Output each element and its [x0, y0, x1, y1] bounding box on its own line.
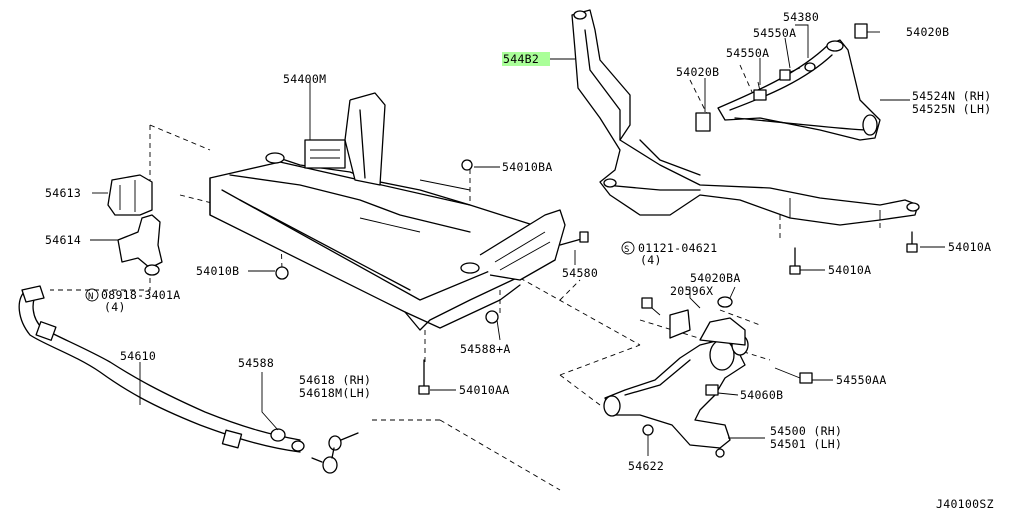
- diagram-code: J40100SZ: [936, 497, 994, 511]
- fasteners: [275, 159, 918, 395]
- label-54380: 54380: [783, 10, 819, 24]
- label-01121-prefix: S: [624, 245, 630, 255]
- label-54525N: 54525N (LH): [912, 102, 991, 116]
- label-54550AA: 54550AA: [836, 373, 887, 387]
- leader-lines: [90, 24, 945, 456]
- label-54610: 54610: [120, 349, 156, 363]
- label-54020B-top: 54020B: [906, 25, 949, 39]
- label-54020BA: 54020BA: [690, 271, 741, 285]
- circle-n-symbol: N: [85, 288, 99, 302]
- label-54614: 54614: [45, 233, 81, 247]
- label-54020B-mid: 54020B: [676, 65, 719, 79]
- label-01121-qty: (4): [640, 253, 662, 267]
- label-54501: 54501 (LH): [770, 437, 842, 451]
- label-08918-prefix: N: [88, 292, 94, 302]
- label-54622: 54622: [628, 459, 664, 473]
- label-54010AA: 54010AA: [459, 383, 510, 397]
- label-54400M: 54400M: [283, 72, 326, 86]
- stabilizer-connecting-rod: [311, 432, 359, 474]
- label-54580: 54580: [562, 266, 598, 280]
- suspension-brace-544B2: [571, 9, 920, 226]
- label-54588A: 54588+A: [460, 342, 511, 356]
- front-suspension-member: [209, 92, 566, 331]
- label-54524N: 54524N (RH): [912, 89, 991, 103]
- label-54618: 54618 (RH): [299, 373, 371, 387]
- circle-s-symbol: S: [621, 241, 635, 255]
- label-54010A-mid: 54010A: [828, 263, 871, 277]
- label-54010BA: 54010BA: [502, 160, 553, 174]
- label-54060B: 54060B: [740, 388, 783, 402]
- stabilizer-bar: [18, 285, 305, 453]
- label-544B2: 544B2: [503, 52, 539, 66]
- label-54500: 54500 (RH): [770, 424, 842, 438]
- part-labels: 54400M 544B2 54380 54020B 54550A 54550A …: [45, 10, 994, 511]
- label-54613: 54613: [45, 186, 81, 200]
- upper-link: [695, 23, 881, 141]
- label-01121: 01121-04621: [638, 241, 717, 255]
- lower-link: [603, 296, 813, 458]
- highlight-544B2: [502, 52, 550, 66]
- label-54618M: 54618M(LH): [299, 386, 371, 400]
- label-08918: 08918-3401A: [101, 288, 180, 302]
- label-54588: 54588: [238, 356, 274, 370]
- label-20596X: 20596X: [670, 284, 713, 298]
- label-54550A-1: 54550A: [753, 26, 796, 40]
- label-54010A-right: 54010A: [948, 240, 991, 254]
- label-08918-qty: (4): [104, 300, 126, 314]
- stabilizer-bushing-and-clamp: [107, 174, 163, 276]
- label-54010B: 54010B: [196, 264, 239, 278]
- label-54550A-2: 54550A: [726, 46, 769, 60]
